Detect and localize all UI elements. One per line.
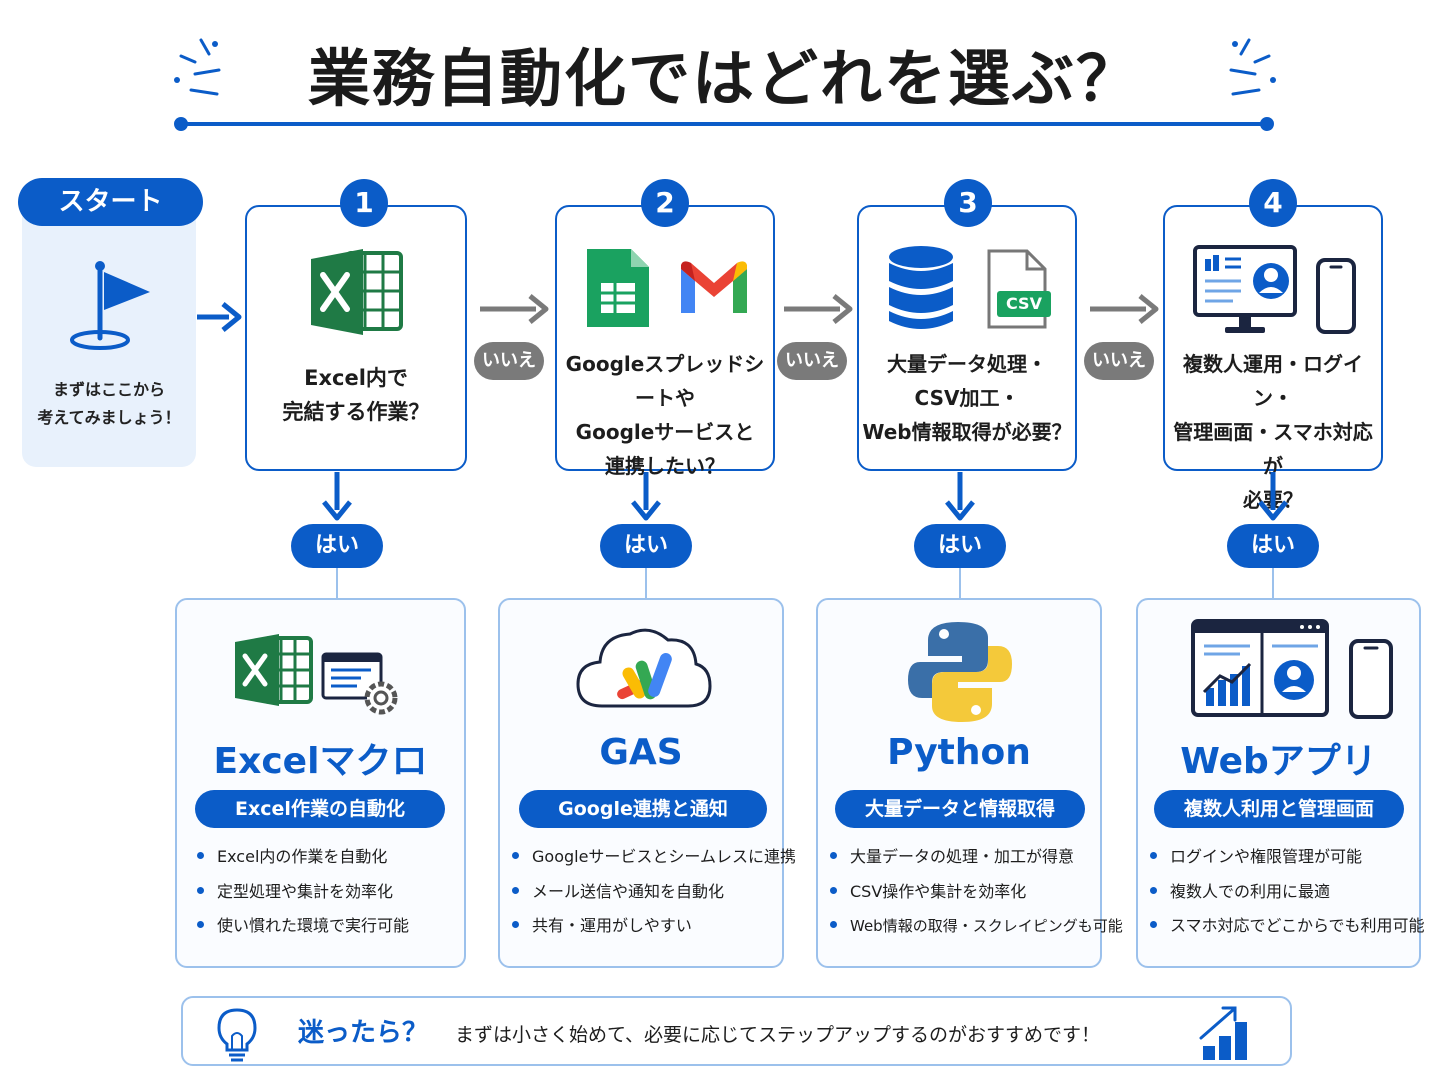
result-bullets-1: Excel内の作業を自動化 定型処理や集計を効率化 使い慣れた環境で実行可能 [197,840,409,944]
question-2-line1: Googleスプレッドシートや [565,352,765,410]
excel-icon [235,634,313,706]
arrow-q1-to-q2 [480,294,549,324]
list-item: Googleサービスとシームレスに連携 [512,840,796,875]
list-item: 使い慣れた環境で実行可能 [197,909,409,944]
question-3-line2: CSV加工・ [914,386,1020,410]
connector-1 [336,568,338,599]
result-bullets-3: 大量データの処理・加工が得意 CSV操作や集計を効率化 Web情報の取得・スクレ… [830,840,1123,944]
arrow-q2-to-q3 [784,294,853,324]
question-2-line2: Googleサービスと [575,420,755,444]
no-label-3: いいえ [1084,342,1154,380]
web-app-window-icon [1191,619,1329,717]
list-item: スマホ対応でどこからでも利用可能 [1150,909,1425,944]
question-box-3: CSV 大量データ処理・ CSV加工・ Web情報取得が必要？ [857,205,1077,471]
result-bullets-2: Googleサービスとシームレスに連携 メール送信や通知を自動化 共有・運用がし… [512,840,796,944]
start-panel [22,205,196,467]
question-text-1: Excel内で 完結する作業？ [247,361,465,429]
question-2-line3: 連携したい？ [605,454,725,478]
list-item: 複数人での利用に最適 [1150,875,1425,910]
start-text-line2: 考えてみましょう！ [37,408,181,427]
monitor-dashboard-icon [1193,245,1297,333]
connector-2 [645,568,647,599]
list-item: Web情報の取得・スクレイピングも可能 [830,909,1123,944]
tip-body: まずは小さく始めて、必要に応じてステップアップするのがおすすめです！ [455,1024,1101,1046]
lightbulb-icon [217,1008,257,1062]
page-title: 業務自動化ではどれを選ぶ？ [307,42,1140,115]
google-sheets-icon [587,249,649,327]
result-box-web-app: Webアプリ 複数人利用と管理画面 ログインや権限管理が可能 複数人での利用に最… [1136,598,1425,968]
start-text: まずはここから 考えてみましょう！ [22,376,196,432]
result-subtitle-1: Excel作業の自動化 [195,790,445,828]
database-icon [889,246,953,329]
question-box-2: Googleスプレッドシートや Googleサービスと 連携したい？ [555,205,775,478]
sparkle-right-icon [1229,38,1276,96]
result-bullets-4: ログインや権限管理が可能 複数人での利用に最適 スマホ対応でどこからでも利用可能 [1150,840,1425,944]
result-box-python: Python 大量データと情報取得 大量データの処理・加工が得意 CSV操作や集… [816,598,1123,968]
list-item: メール送信や通知を自動化 [512,875,796,910]
question-3-line3: Web情報取得が必要？ [862,420,1072,444]
result-title-2: GAS [599,732,683,773]
result-box-gas: GAS Google連携と通知 Googleサービスとシームレスに連携 メール送… [498,598,796,968]
title-underline-dot-right [1260,117,1274,131]
arrow-q3-to-q4 [1090,294,1159,324]
tip-box: 迷ったら？ まずは小さく始めて、必要に応じてステップアップするのがおすすめです！ [181,996,1292,1066]
result-box-excel-macro: Excelマクロ Excel作業の自動化 Excel内の作業を自動化 定型処理や… [175,598,466,968]
list-item: 定型処理や集計を効率化 [197,875,409,910]
result-subtitle-2: Google連携と通知 [519,790,767,828]
arrow-down-1 [322,472,352,521]
list-item: CSV操作や集計を効率化 [830,875,1123,910]
question-text-2: Googleスプレッドシートや Googleサービスと 連携したい？ [557,347,773,483]
question-4-line1: 複数人運用・ログイン・ [1183,352,1363,410]
question-1-line1: Excel内で [304,366,408,390]
question-4-line2: 管理画面・スマホ対応が [1173,420,1373,478]
list-item: ログインや権限管理が可能 [1150,840,1425,875]
yes-label-1: はい [291,524,383,568]
question-1-line2: 完結する作業？ [282,400,430,424]
smartphone-icon [1316,258,1356,334]
growth-chart-icon [1199,1006,1247,1060]
question-box-4: 複数人運用・ログイン・ 管理画面・スマホ対応が 必要？ [1163,205,1383,512]
yes-label-4: はい [1227,524,1319,568]
arrow-start-to-q1 [197,302,242,332]
flag-icon [70,261,150,350]
list-item: Excel内の作業を自動化 [197,840,409,875]
result-title-3: Python [887,732,1031,773]
no-label-2: いいえ [777,342,847,380]
question-number-1: 1 [340,179,388,227]
question-number-3: 3 [944,179,992,227]
result-title-4: Webアプリ [1180,741,1377,782]
sparkle-left-icon [174,38,221,96]
apps-script-cloud-icon [576,628,712,708]
question-number-2: 2 [641,179,689,227]
question-box-1: Excel内で 完結する作業？ [245,205,467,471]
arrow-down-2 [631,472,661,521]
csv-file-icon [987,249,1051,329]
yes-label-3: はい [914,524,1006,568]
start-text-line1: まずはここから [52,380,165,399]
python-logo-icon [908,622,1012,722]
result-subtitle-3: 大量データと情報取得 [835,790,1085,828]
title-underline-dot-left [174,117,188,131]
question-text-3: 大量データ処理・ CSV加工・ Web情報取得が必要？ [859,347,1075,449]
csv-badge-text: CSV [1006,294,1042,313]
connector-4 [1272,568,1274,599]
no-label-1: いいえ [474,342,544,380]
question-3-line1: 大量データ処理・ [887,352,1047,376]
result-title-1: Excelマクロ [213,741,428,782]
list-item: 大量データの処理・加工が得意 [830,840,1123,875]
smartphone-icon [1349,639,1393,719]
yes-label-2: はい [600,524,692,568]
list-item: 共有・運用がしやすい [512,909,796,944]
gmail-icon [681,261,747,313]
title-underline [180,122,1268,126]
question-number-4: 4 [1249,179,1297,227]
excel-icon [311,249,403,335]
window-gear-icon [321,652,398,715]
tip-heading: 迷ったら？ [298,1018,429,1048]
arrow-down-4 [1258,472,1288,521]
start-badge: スタート [18,178,203,226]
result-subtitle-4: 複数人利用と管理画面 [1154,790,1404,828]
connector-3 [959,568,961,599]
arrow-down-3 [945,472,975,521]
